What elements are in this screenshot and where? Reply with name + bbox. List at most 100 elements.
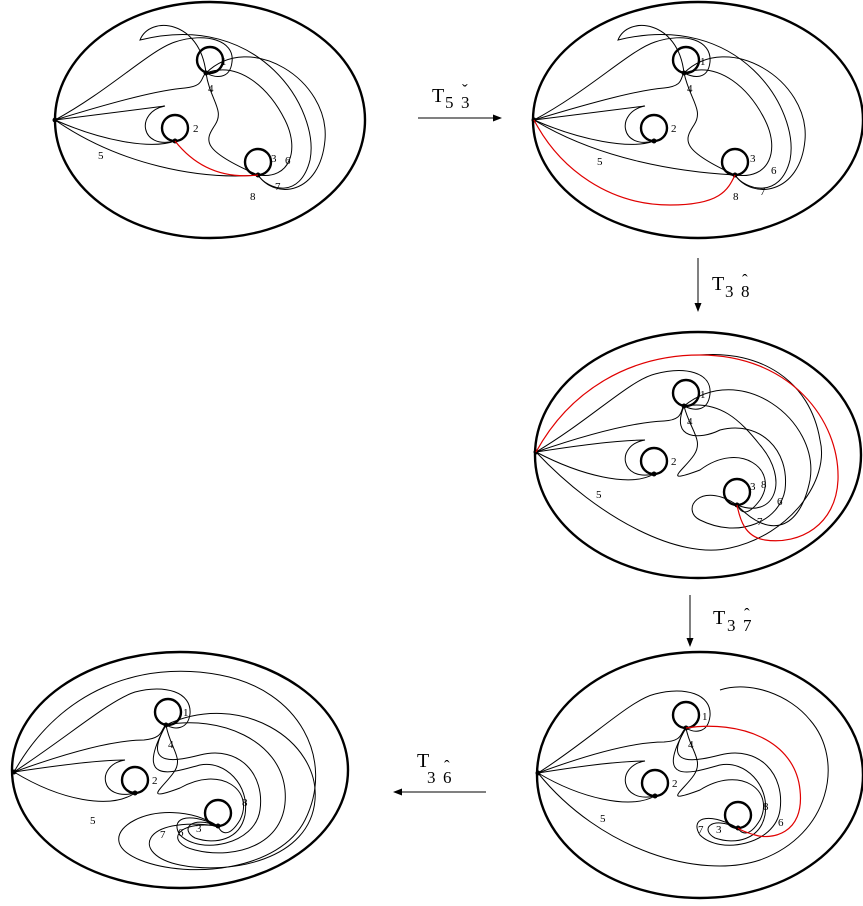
arc — [54, 105, 176, 143]
arc — [535, 370, 711, 453]
arc — [533, 119, 655, 145]
label-6: 6 — [285, 155, 291, 167]
puncture-2 — [160, 113, 190, 143]
label-8: 8 — [761, 479, 767, 491]
arc-loop — [679, 405, 787, 529]
arc-7 — [672, 727, 767, 842]
arc — [537, 690, 711, 774]
arc — [13, 724, 167, 773]
arc-6 — [205, 69, 293, 176]
label-1: 1 — [221, 56, 227, 68]
label-8: 8 — [733, 191, 739, 203]
arc-lower — [535, 353, 822, 551]
puncture-1 — [671, 378, 701, 408]
disk-boundary — [10, 650, 350, 890]
highlighted-arc — [685, 725, 801, 838]
label-1: 1 — [700, 56, 706, 68]
label-2: 2 — [152, 775, 158, 787]
panel-4: 1 2 3 4 5 6 7 8 — [535, 650, 863, 900]
arc — [537, 760, 656, 798]
arc-5 — [54, 119, 259, 177]
panel-5: 1 2 3 4 5 6 7 8 — [10, 650, 350, 890]
arc-6 — [683, 389, 812, 527]
puncture-2 — [639, 446, 669, 476]
transform-sub: 3 — [427, 768, 436, 787]
label-7: 7 — [698, 824, 704, 836]
transform-accent: ˇ — [462, 81, 468, 100]
arc-4 — [683, 72, 736, 176]
panel-3: 1 2 3 4 5 6 7 8 — [533, 330, 863, 580]
transform-accent: ˆ — [744, 605, 750, 624]
label-7: 7 — [160, 829, 166, 841]
label-4: 4 — [208, 83, 214, 95]
arc — [54, 37, 233, 121]
disk-boundary — [533, 330, 863, 580]
transform-sub: 3 — [727, 616, 736, 635]
label-3: 3 — [716, 824, 722, 836]
arc-4 — [205, 72, 259, 176]
arc-6 — [165, 722, 286, 854]
transform-accent-digit: 8 — [741, 282, 750, 301]
label-5: 5 — [597, 156, 603, 168]
arc — [54, 119, 176, 145]
label-5: 5 — [600, 813, 606, 825]
label-6: 6 — [178, 827, 184, 839]
puncture-2 — [639, 113, 669, 143]
arc-4 — [157, 724, 245, 834]
label-7: 7 — [760, 186, 766, 198]
transform-accent: ˆ — [742, 271, 748, 290]
arc-8 — [139, 25, 312, 189]
label-7: 7 — [275, 181, 281, 193]
arc — [535, 405, 685, 453]
arc — [535, 439, 655, 476]
label-5: 5 — [98, 150, 104, 162]
label-8: 8 — [763, 801, 769, 813]
arc — [13, 688, 191, 773]
arc-wide — [148, 713, 316, 869]
puncture-3 — [722, 477, 752, 507]
transform-arrow-1: T 5 3 ˇ — [418, 81, 502, 122]
label-3: 3 — [271, 153, 277, 165]
label-8: 8 — [250, 191, 256, 203]
arc-outer — [13, 670, 317, 871]
label-8: 8 — [242, 797, 248, 809]
transform-accent-digit: 3 — [461, 93, 470, 112]
arc-4 — [677, 727, 765, 834]
transform-label: T — [432, 85, 444, 107]
transform-label: T — [713, 607, 725, 629]
arc-5 — [533, 119, 736, 176]
puncture-1 — [671, 700, 701, 730]
puncture-1 — [153, 697, 183, 727]
arc-8 — [683, 404, 777, 509]
arc — [537, 727, 687, 774]
highlighted-arc — [174, 140, 259, 177]
arc-7 — [683, 56, 806, 190]
label-2: 2 — [672, 778, 678, 790]
transform-sub: 3 — [725, 282, 734, 301]
panel-2: 1 2 3 4 5 6 7 8 — [531, 0, 863, 240]
label-1: 1 — [183, 707, 189, 719]
transform-arrow-4: T 3 6 ˆ — [393, 750, 486, 796]
transform-arrow-3: T 3 7 ˆ — [686, 595, 752, 647]
label-6: 6 — [777, 496, 783, 508]
label-5: 5 — [90, 815, 96, 827]
label-1: 1 — [700, 389, 706, 401]
arc — [533, 37, 711, 121]
arc-7 — [152, 724, 247, 842]
transform-accent-digit: 7 — [743, 616, 752, 635]
arc-6 — [683, 69, 773, 177]
arc-5 — [537, 772, 656, 803]
disk-boundary — [535, 650, 863, 900]
arc — [13, 759, 136, 795]
arc — [533, 105, 655, 143]
label-4: 4 — [687, 416, 693, 428]
label-4: 4 — [687, 83, 693, 95]
transform-label: T — [417, 750, 429, 772]
arc-8 — [677, 727, 782, 846]
label-1: 1 — [702, 711, 708, 723]
label-4: 4 — [688, 739, 694, 751]
label-2: 2 — [193, 123, 199, 135]
arc — [533, 72, 685, 121]
label-3: 3 — [750, 481, 756, 493]
arc-8 — [157, 724, 262, 846]
